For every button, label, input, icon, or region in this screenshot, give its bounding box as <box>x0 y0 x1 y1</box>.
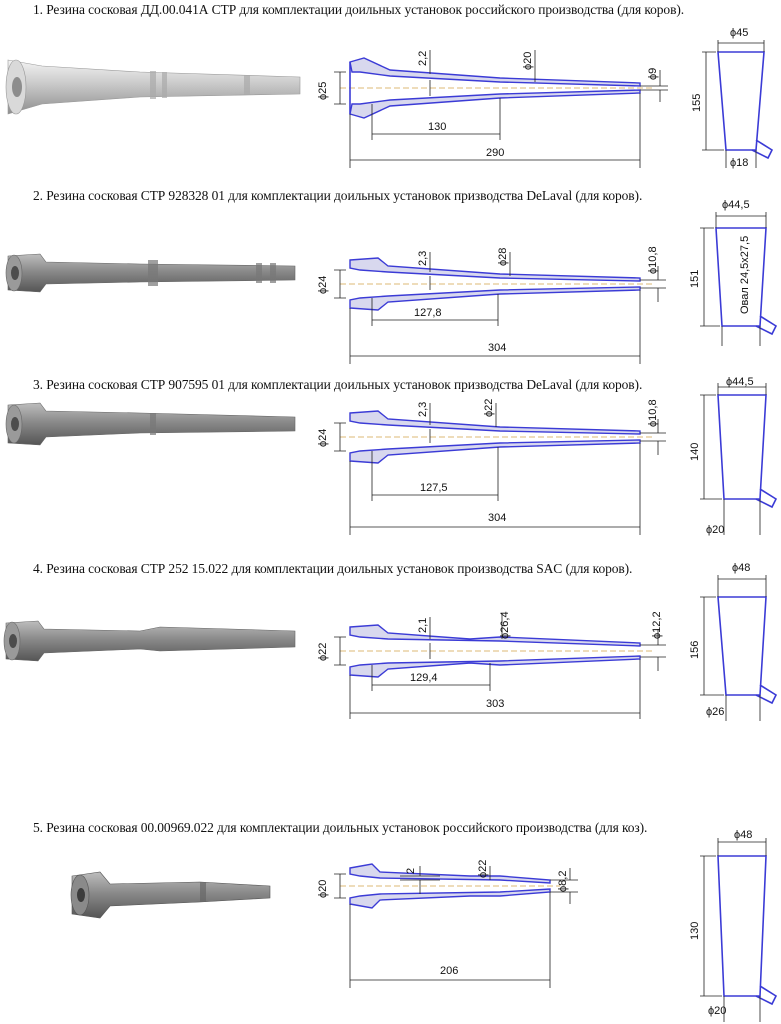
liner-render <box>70 871 271 919</box>
cup-height: 155 <box>691 94 703 112</box>
item-3: 3. Резина сосковая СТР 907595 01 для ком… <box>0 375 781 565</box>
dim-d-mid: ϕ20 <box>522 52 534 70</box>
dim-len-inner: 130 <box>428 121 446 133</box>
item-title: 5. Резина сосковая 00.00969.022 для комп… <box>33 820 648 835</box>
dim-d-mid: ϕ26,4 <box>499 611 511 639</box>
dim-d-left: ϕ22 <box>317 643 329 661</box>
liner-section <box>334 403 666 535</box>
liner-render <box>5 253 296 293</box>
liner-section <box>334 50 668 168</box>
liner-render <box>5 402 296 446</box>
cup-height: 130 <box>689 922 701 940</box>
dim-len-inner: 127,5 <box>420 482 448 494</box>
cup-top: ϕ48 <box>732 562 750 574</box>
cup-height: 151 <box>689 270 701 288</box>
item-4: 4. Резина сосковая СТР 252 15.022 для ко… <box>0 559 781 769</box>
dim-len-total: 303 <box>486 698 504 710</box>
cup-bottom: ϕ26 <box>706 706 724 718</box>
cup-height: 140 <box>689 443 701 461</box>
dim-d-left: ϕ24 <box>317 429 329 447</box>
cup-bottom: ϕ20 <box>706 524 724 536</box>
dim-wall: 2,3 <box>417 402 429 417</box>
shell-cup <box>702 40 774 168</box>
liner-render <box>5 59 301 115</box>
cup-top: ϕ44,5 <box>726 376 754 388</box>
cup-bottom: ϕ20 <box>708 1005 726 1017</box>
dim-len-total: 206 <box>440 965 458 977</box>
item-drawing: ϕ24 2,3 ϕ28 ϕ10,8 127,8 304 ϕ44,5 151 Ов… <box>5 199 778 364</box>
dim-d-mid: ϕ22 <box>483 399 495 417</box>
cup-height: 156 <box>689 641 701 659</box>
dim-d-mid: ϕ22 <box>477 860 489 878</box>
item-2: 2. Резина сосковая СТР 928328 01 для ком… <box>0 186 781 376</box>
dim-d-right: ϕ10,8 <box>647 246 659 274</box>
item-5: 5. Резина сосковая 00.00969.022 для комп… <box>0 818 781 1024</box>
dim-len-inner: 129,4 <box>410 672 438 684</box>
dim-len-inner: 127,8 <box>414 307 442 319</box>
dim-len-total: 290 <box>486 147 504 159</box>
shell-cup <box>700 383 778 535</box>
dim-d-left: ϕ20 <box>317 880 329 898</box>
liner-render <box>3 620 296 662</box>
cup-top: ϕ48 <box>734 829 752 841</box>
cup-top: ϕ45 <box>730 27 748 39</box>
dim-wall: 2,2 <box>417 51 429 66</box>
dim-len-total: 304 <box>488 342 506 354</box>
shell-cup <box>700 838 778 1022</box>
dim-wall: 2,3 <box>417 251 429 266</box>
shell-cup <box>700 575 778 721</box>
dim-d-right: ϕ12,2 <box>651 611 663 639</box>
item-drawing: ϕ25 2,2 ϕ20 ϕ9 130 290 ϕ45 155 ϕ18 <box>5 27 774 169</box>
item-drawing: ϕ24 2,3 ϕ22 ϕ10,8 127,5 304 ϕ44,5 140 ϕ2… <box>5 376 778 536</box>
dim-d-right: ϕ8,2 <box>557 871 569 892</box>
dim-len-total: 304 <box>488 512 506 524</box>
cup-note: Овал 24,5х27,5 <box>739 236 751 314</box>
dim-d-left: ϕ24 <box>317 276 329 294</box>
item-title: 3. Резина сосковая СТР 907595 01 для ком… <box>33 377 643 392</box>
cup-bottom: ϕ18 <box>730 157 748 169</box>
item-title: 2. Резина сосковая СТР 928328 01 для ком… <box>33 188 643 203</box>
item-drawing: ϕ22 2,1 ϕ26,4 ϕ12,2 129,4 303 ϕ48 156 ϕ2… <box>3 562 778 721</box>
dim-d-right: ϕ9 <box>647 68 659 80</box>
dim-wall: 2 <box>405 868 417 874</box>
dim-d-left: ϕ25 <box>317 82 329 100</box>
liner-section <box>334 863 578 988</box>
dim-d-mid: ϕ28 <box>497 248 509 266</box>
dim-wall: 2,1 <box>417 618 429 633</box>
item-title: 1. Резина сосковая ДД.00.041А СТР для ко… <box>33 2 685 17</box>
liner-section <box>334 613 666 719</box>
shell-cup <box>700 212 778 346</box>
cup-top: ϕ44,5 <box>722 199 750 211</box>
dim-d-right: ϕ10,8 <box>647 399 659 427</box>
item-title: 4. Резина сосковая СТР 252 15.022 для ко… <box>33 561 633 576</box>
item-drawing: ϕ20 2 ϕ22 ϕ8,2 206 ϕ48 130 ϕ20 <box>70 829 778 1022</box>
liner-section <box>334 252 666 364</box>
item-1: 1. Резина сосковая ДД.00.041А СТР для ко… <box>0 0 781 190</box>
